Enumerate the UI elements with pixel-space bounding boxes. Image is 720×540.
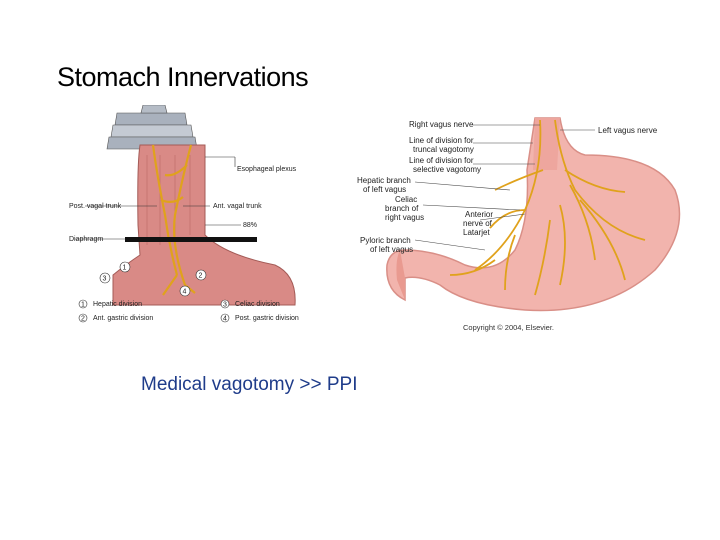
svg-text:3: 3 xyxy=(223,302,227,309)
label-diaphragm: Diaphragm xyxy=(69,236,103,243)
diaphragm-bar xyxy=(125,237,257,242)
label-post-vagal-trunk: Post. vagal trunk xyxy=(69,203,122,210)
label-ant-vagal-trunk: Ant. vagal trunk xyxy=(213,203,262,210)
svg-text:Celiac division: Celiac division xyxy=(235,301,280,308)
esophagus-diagram: Esophageal plexus Post. vagal trunk Ant.… xyxy=(65,105,325,330)
label-anterior-2: nerve of xyxy=(463,219,493,228)
label-pyloric-2: of left vagus xyxy=(370,245,413,254)
svg-text:Ant. gastric division: Ant. gastric division xyxy=(93,315,153,322)
label-anterior-1: Anterior xyxy=(465,210,493,219)
svg-text:Post. gastric division: Post. gastric division xyxy=(235,315,299,322)
stomach-diagram: Right vagus nerve Left vagus nerve Line … xyxy=(355,110,700,340)
label-truncal-2: truncal vagotomy xyxy=(413,145,474,154)
svg-text:3: 3 xyxy=(103,276,107,283)
label-right-vagus: Right vagus nerve xyxy=(409,120,474,129)
copyright: Copyright © 2004, Elsevier. xyxy=(463,323,554,332)
svg-text:2: 2 xyxy=(81,316,85,323)
svg-text:4: 4 xyxy=(183,289,187,296)
label-anterior-3: Latarjet xyxy=(463,228,490,237)
label-celiac-3: right vagus xyxy=(385,213,424,222)
svg-text:4: 4 xyxy=(223,316,227,323)
label-esophageal-plexus: Esophageal plexus xyxy=(237,166,297,173)
label-celiac-1: Celiac xyxy=(395,195,417,204)
label-selective-1: Line of division for xyxy=(409,156,474,165)
trachea xyxy=(107,105,197,149)
label-truncal-1: Line of division for xyxy=(409,136,474,145)
svg-text:1: 1 xyxy=(123,265,127,272)
label-hepatic-2: of left vagus xyxy=(363,185,406,194)
slide-subtitle: Medical vagotomy >> PPI xyxy=(141,374,358,396)
label-selective-2: selective vagotomy xyxy=(413,165,481,174)
svg-text:1: 1 xyxy=(81,302,85,309)
label-left-vagus: Left vagus nerve xyxy=(598,126,658,135)
label-celiac-2: branch of xyxy=(385,204,419,213)
slide-title: Stomach Innervations xyxy=(57,62,308,93)
svg-text:2: 2 xyxy=(199,273,203,280)
label-hepatic-1: Hepatic branch xyxy=(357,176,411,185)
label-percent: 88% xyxy=(243,222,257,229)
svg-text:Hepatic division: Hepatic division xyxy=(93,301,142,308)
label-pyloric-1: Pyloric branch xyxy=(360,236,411,245)
